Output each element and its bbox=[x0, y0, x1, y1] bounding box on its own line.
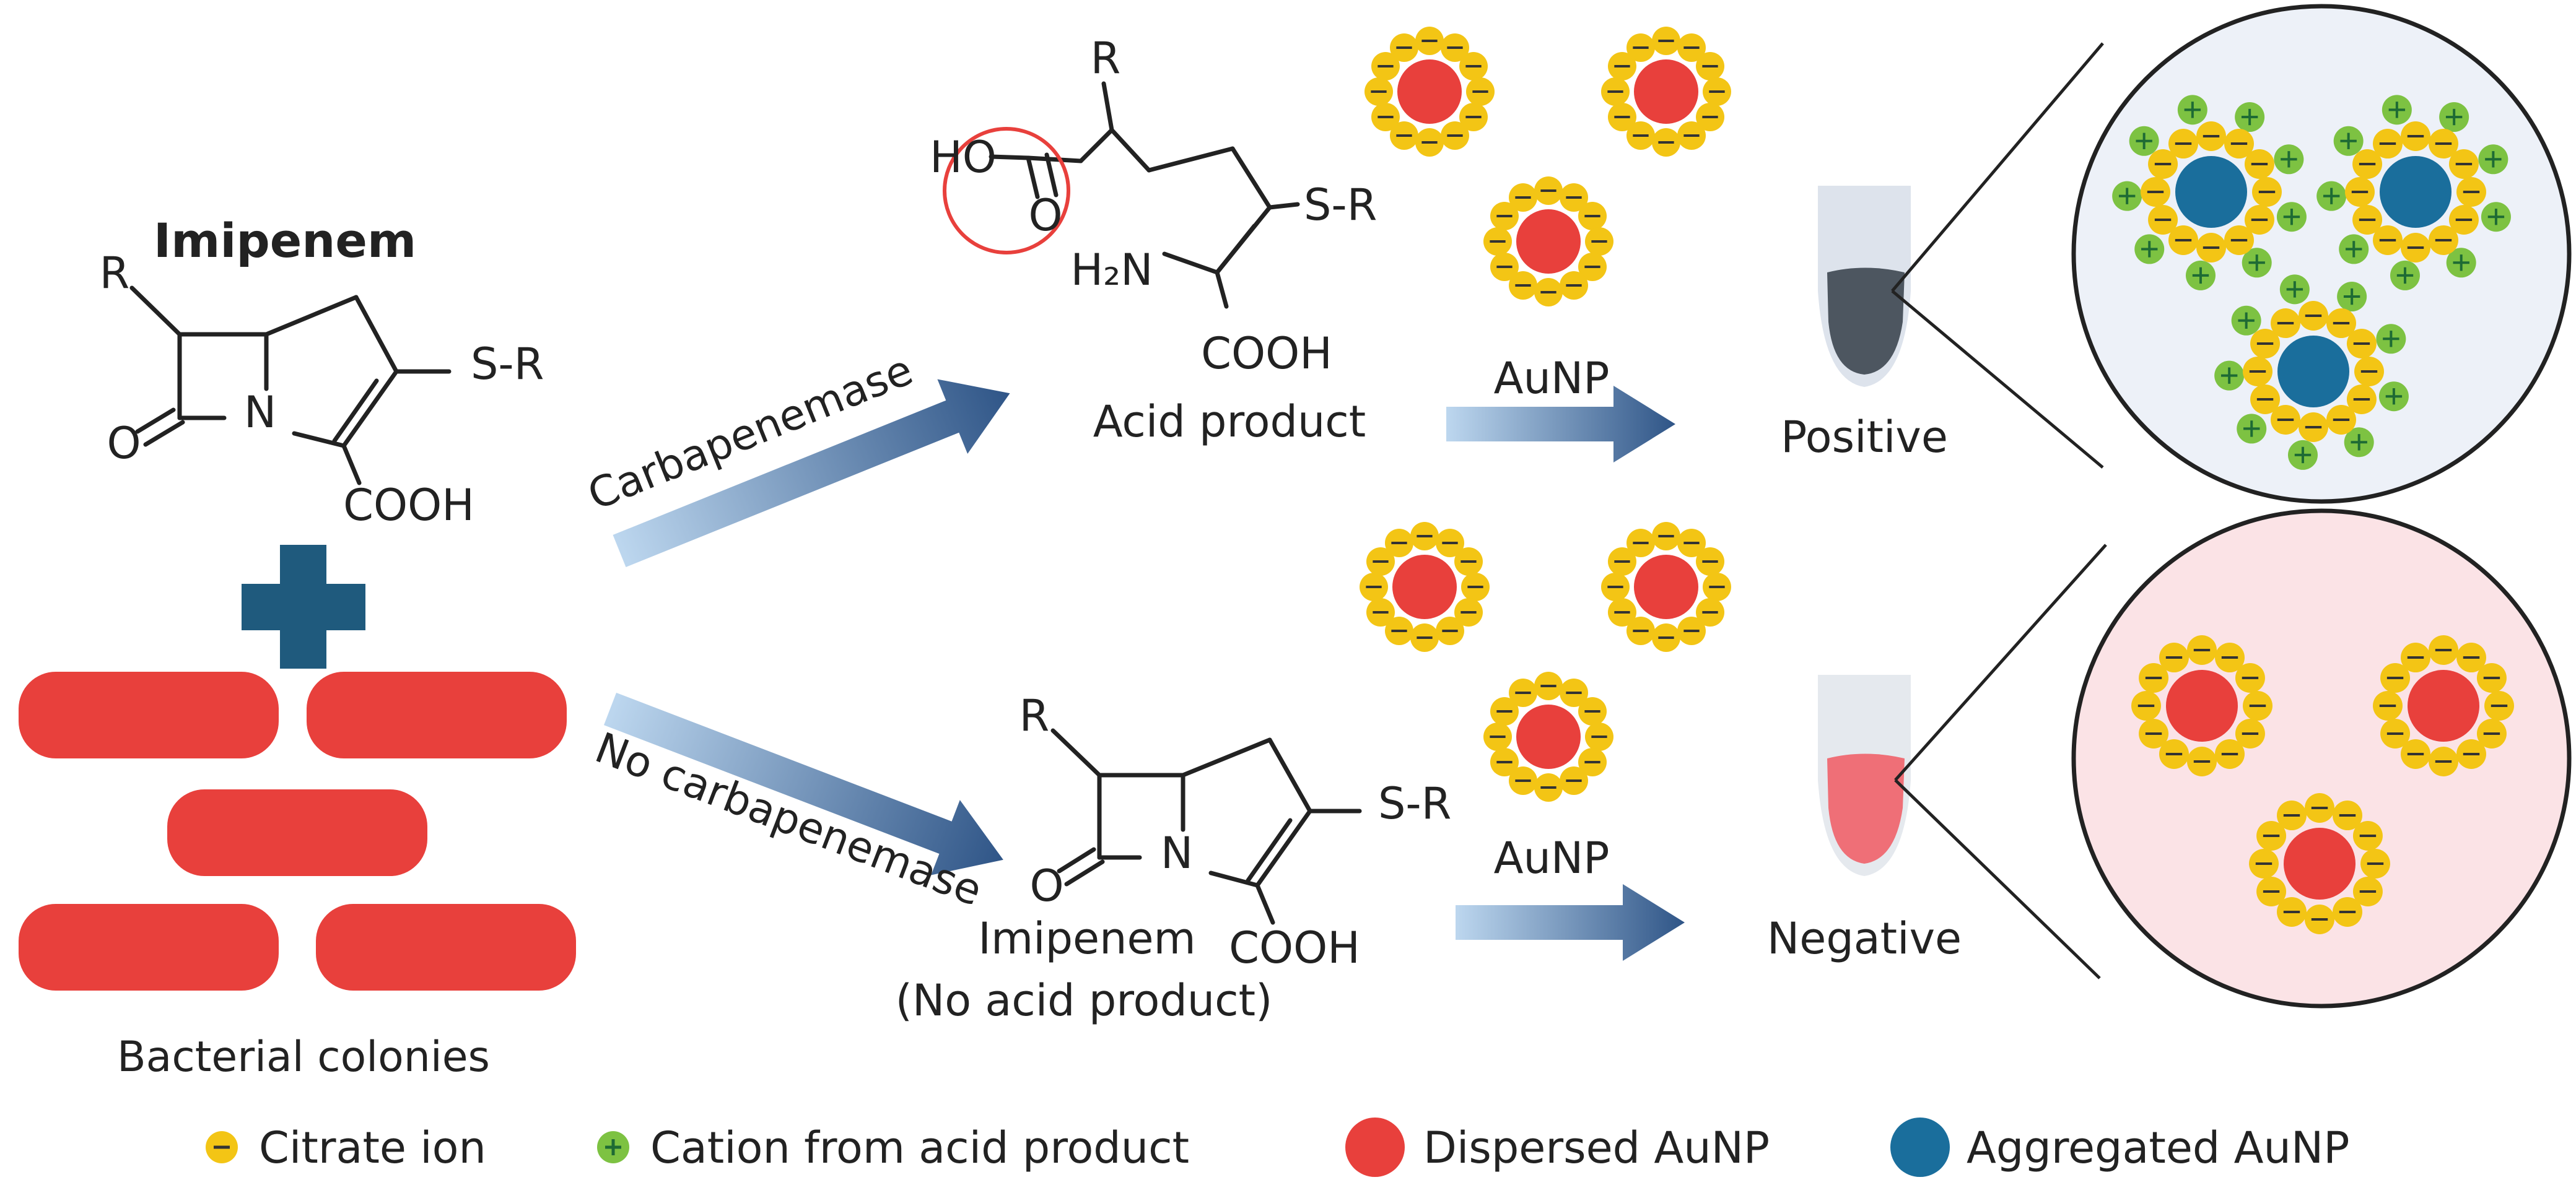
dispersed-aunp bbox=[1364, 27, 1495, 157]
imipenem-product-cooh: COOH bbox=[1229, 922, 1360, 973]
legend-citrate-label: Citrate ion bbox=[259, 1122, 486, 1173]
imipenem-r: R bbox=[100, 248, 130, 298]
aunp-label-bottom: AuNP bbox=[1494, 833, 1610, 883]
negative-tube bbox=[1818, 675, 1911, 876]
aunp-arrow-bottom bbox=[1456, 884, 1685, 961]
zoom-line bbox=[1891, 42, 2104, 292]
acid-ho: HO bbox=[930, 132, 997, 183]
dispersed-aunp bbox=[1601, 522, 1731, 652]
imipenem-n: N bbox=[244, 387, 276, 438]
carbapenemase-arrow bbox=[613, 379, 1010, 567]
imipenem-product-sublabel: (No acid product) bbox=[896, 975, 1273, 1026]
legend-aggregated-label: Aggregated AuNP bbox=[1967, 1122, 2349, 1173]
dispersed-aunp bbox=[2131, 635, 2273, 776]
bacterium bbox=[19, 672, 279, 758]
legend-citrate: Citrate ion bbox=[206, 1122, 486, 1173]
aunp-label-top: AuNP bbox=[1494, 353, 1610, 404]
no-carbapenemase-arrow bbox=[603, 692, 1003, 875]
bacterium bbox=[307, 672, 567, 758]
aunp-core-blue bbox=[2277, 336, 2349, 407]
acid-s-r: S-R bbox=[1304, 180, 1377, 230]
aggregated-aunp bbox=[2214, 274, 2409, 470]
bacterium bbox=[19, 904, 279, 991]
acid-product-label: Acid product bbox=[1093, 396, 1366, 447]
legend-aggregated: Aggregated AuNP bbox=[1890, 1118, 2349, 1177]
negative-zoom-circle bbox=[2071, 508, 2572, 1009]
imipenem-product-r: R bbox=[1019, 690, 1050, 741]
aggregated-aunp bbox=[2112, 95, 2307, 290]
imipenem-product-s-r: S-R bbox=[1378, 778, 1451, 829]
legend: Citrate ion Cation from acid product Dis… bbox=[206, 1118, 2349, 1177]
aunp-core-red bbox=[2408, 670, 2479, 742]
legend-cation: Cation from acid product bbox=[597, 1122, 1189, 1173]
dispersed-aunp bbox=[2373, 635, 2514, 776]
aunp-arrow-top bbox=[1446, 386, 1675, 462]
imipenem-bonds bbox=[129, 285, 452, 485]
nanoparticles-layer bbox=[1360, 27, 2514, 934]
aunp-core-red bbox=[1516, 209, 1581, 274]
dispersed-aunp bbox=[1601, 27, 1731, 157]
dispersed-aunp bbox=[1483, 176, 1613, 306]
acid-o: O bbox=[1028, 190, 1062, 241]
bacterial-colonies bbox=[19, 672, 576, 991]
aunp-core-red bbox=[1634, 555, 1698, 619]
imipenem-cooh: COOH bbox=[343, 480, 474, 531]
dispersed-aunp bbox=[2249, 793, 2390, 934]
negative-label: Negative bbox=[1767, 913, 1962, 964]
positive-label: Positive bbox=[1781, 412, 1948, 462]
imipenem-o: O bbox=[107, 418, 141, 469]
zoom-line bbox=[1894, 779, 2101, 979]
aggregated-aunp bbox=[2316, 95, 2511, 290]
dispersed-aunp bbox=[1360, 522, 1490, 652]
aunp-core-blue bbox=[2175, 156, 2247, 228]
imipenem-product-o: O bbox=[1029, 861, 1063, 911]
aunp-core-blue bbox=[2380, 156, 2452, 228]
zoom-line bbox=[1891, 290, 2104, 469]
imipenem-product-structure: R N O S-R COOH bbox=[1019, 690, 1452, 973]
imipenem-title: Imipenem bbox=[154, 213, 416, 268]
acid-r: R bbox=[1091, 33, 1121, 84]
bacterium bbox=[316, 904, 576, 991]
bacterium bbox=[167, 789, 427, 876]
acid-product-structure: R HO O S-R H₂N COOH bbox=[930, 33, 1377, 379]
imipenem-structure: Imipenem R N O S-R COOH bbox=[100, 213, 544, 531]
bacterial-colonies-label: Bacterial colonies bbox=[117, 1033, 490, 1082]
aunp-core-red bbox=[2284, 828, 2356, 900]
aunp-core-red bbox=[1392, 555, 1457, 619]
legend-dispersed-label: Dispersed AuNP bbox=[1423, 1122, 1770, 1173]
legend-dispersed: Dispersed AuNP bbox=[1345, 1118, 1770, 1177]
imipenem-product-n: N bbox=[1161, 828, 1193, 879]
aunp-core-red bbox=[1397, 59, 1462, 124]
aunp-core-red bbox=[2166, 670, 2238, 742]
imipenem-product-label: Imipenem bbox=[978, 913, 1195, 964]
plus-icon bbox=[242, 545, 365, 669]
carboxyl-highlight-circle bbox=[943, 127, 1070, 254]
acid-h2n: H₂N bbox=[1070, 245, 1153, 295]
legend-cation-label: Cation from acid product bbox=[650, 1122, 1189, 1173]
zoom-line bbox=[1894, 544, 2107, 781]
aunp-core-red bbox=[1634, 59, 1698, 124]
aunp-core-red bbox=[1516, 705, 1581, 769]
positive-tube bbox=[1818, 186, 1911, 387]
acid-cooh: COOH bbox=[1201, 328, 1332, 379]
imipenem-s-r: S-R bbox=[471, 339, 544, 389]
dispersed-aunp bbox=[1483, 672, 1613, 802]
